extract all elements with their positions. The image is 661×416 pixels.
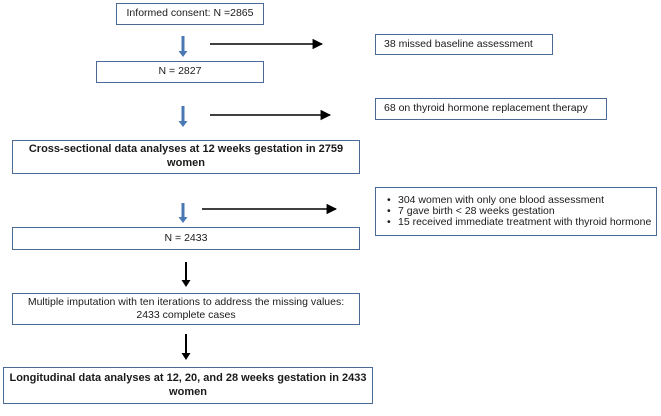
imputation-line-2: 2433 complete cases [136,309,236,321]
n-final-box: N = 2433 [12,227,360,250]
exclusion-list-box: 304 women with only one blood assessment… [375,187,657,236]
longitudinal-box: Longitudinal data analyses at 12, 20, an… [3,367,373,404]
consent-text: Informed consent: N =2865 [126,7,254,20]
down-arrow-2 [178,106,188,127]
down-arrow-4 [181,262,191,287]
exclusion-list: 304 women with only one blood assessment… [380,195,651,229]
longitudinal-text: Longitudinal data analyses at 12, 20, an… [9,371,367,398]
imputation-box: Multiple imputation with ten iterations … [12,293,360,325]
cross-sectional-box: Cross-sectional data analyses at 12 week… [12,140,360,174]
down-arrow-5 [181,334,191,360]
exclusion-baseline-text: 38 missed baseline assessment [384,37,533,50]
exclusion-list-item: 15 received immediate treatment with thy… [387,217,651,229]
exclusion-thyroid-text: 68 on thyroid hormone replacement therap… [384,102,588,115]
n-after-baseline-box: N = 2827 [96,61,264,83]
n-final-text: N = 2433 [164,231,208,244]
down-arrow-1 [178,36,188,57]
consent-box: Informed consent: N =2865 [116,3,264,25]
exclusion-thyroid-box: 68 on thyroid hormone replacement therap… [375,98,607,120]
imputation-line-1: Multiple imputation with ten iterations … [27,295,345,308]
exclusion-baseline-box: 38 missed baseline assessment [375,34,553,55]
cross-sectional-text: Cross-sectional data analyses at 12 week… [28,143,344,169]
exclusion-list-item: 304 women with only one blood assessment [387,195,651,207]
down-arrow-3 [178,203,188,223]
n-after-baseline-text: N = 2827 [158,65,202,78]
exclusion-list-item: 7 gave birth < 28 weeks gestation [387,206,651,218]
imputation-text: Multiple imputation with ten iterations … [28,296,344,322]
